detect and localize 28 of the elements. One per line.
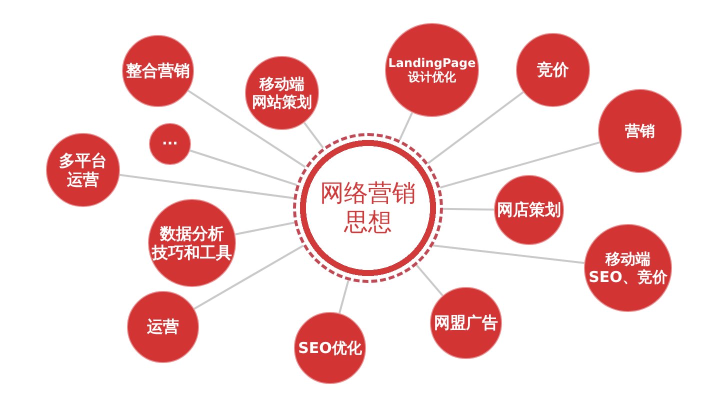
topic-circle [149, 123, 191, 165]
topic-label: LandingPage设计优化 [388, 56, 476, 84]
connector-line [120, 174, 294, 200]
topic-label: 营销 [625, 122, 655, 140]
connector-line [235, 222, 295, 236]
connector-line [194, 244, 304, 310]
topic-label: 整合营销 [126, 61, 190, 81]
connector-line [303, 122, 324, 148]
connector-line [440, 141, 600, 189]
topic-label: 网盟广告 [434, 313, 498, 333]
topic-label: ··· [162, 136, 178, 152]
topic-label: 网店策划 [497, 200, 561, 220]
connector-line [188, 90, 306, 168]
connector-line [190, 150, 297, 186]
connector-line [428, 91, 524, 164]
connector-line [398, 112, 414, 140]
topic-label: 数据分析技巧和工具 [152, 224, 232, 262]
topic-label: 竞价 [537, 60, 569, 80]
connector-line [338, 280, 350, 314]
topic-label: 多平台运营 [59, 150, 107, 190]
topic-label: 移动端SEO、竞价 [588, 250, 668, 286]
central-topic-label: 网络营销思想 [320, 179, 416, 237]
connector-line [416, 264, 444, 296]
topic-label: SEO优化 [298, 339, 362, 357]
topic-label: 移动端网站策划 [252, 75, 312, 111]
topic-label: 运营 [147, 317, 179, 337]
connector-line [442, 208, 494, 211]
connector-line [432, 244, 584, 264]
